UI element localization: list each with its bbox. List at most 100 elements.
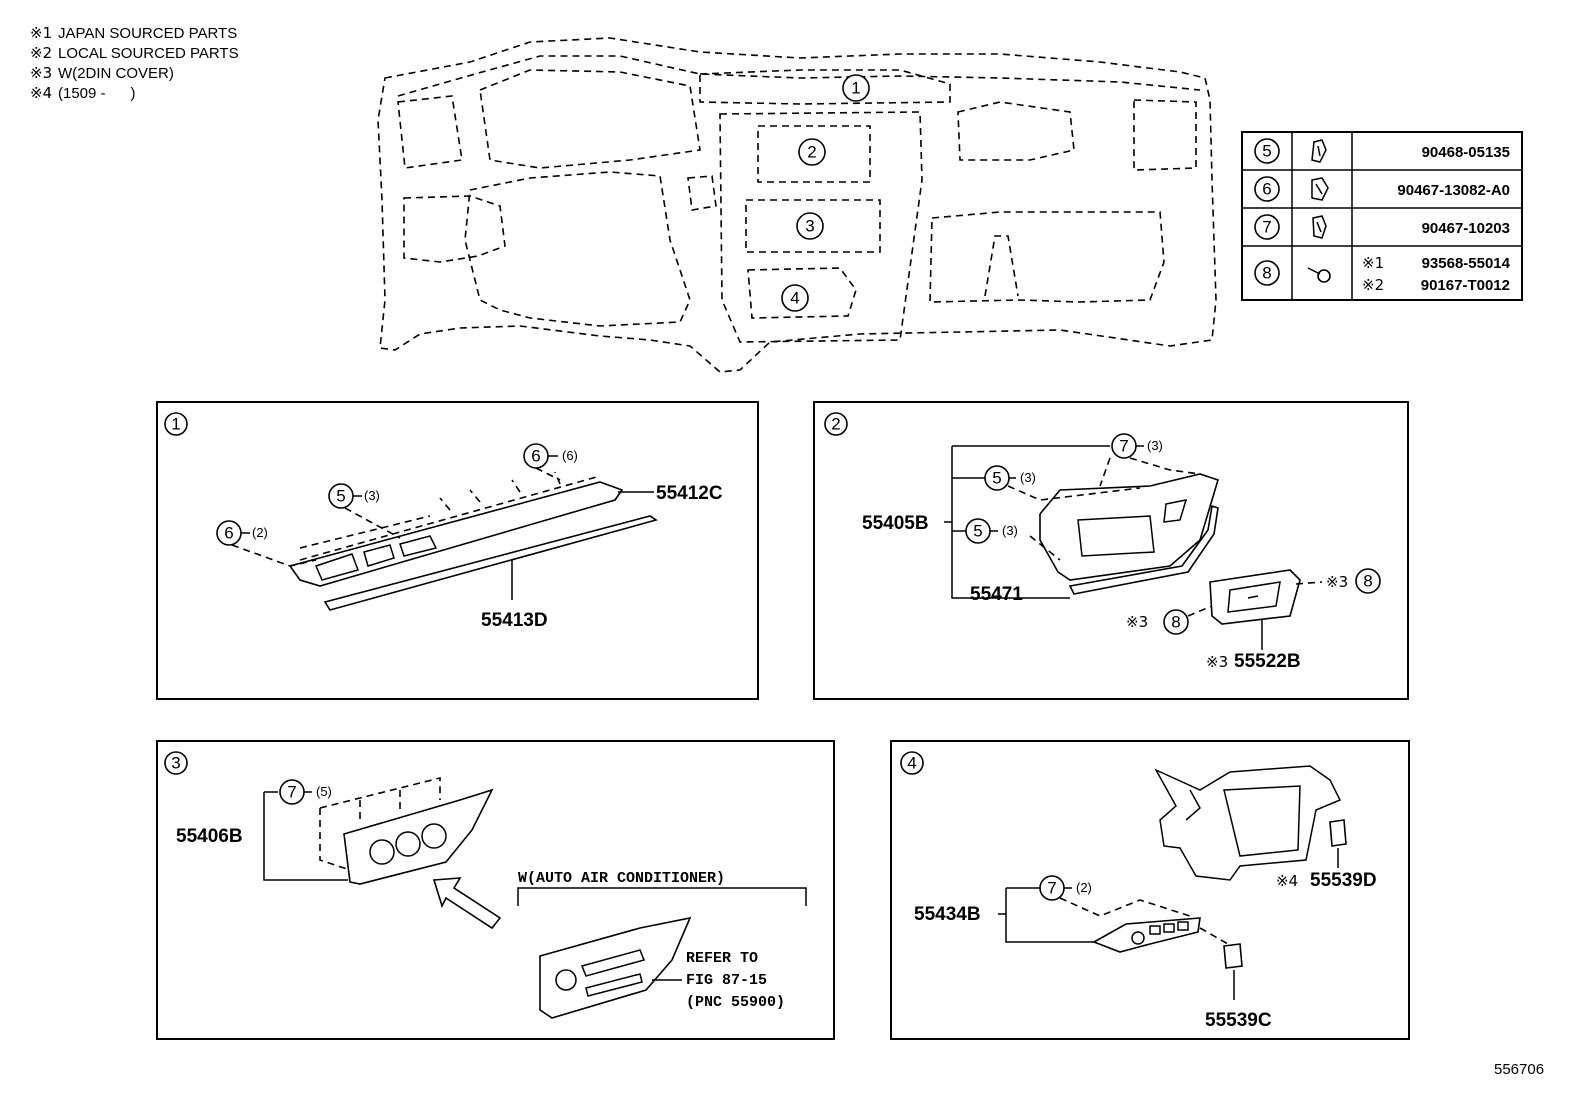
callout-8-label: 8	[1363, 572, 1372, 591]
dashboard-outline	[377, 37, 1217, 373]
overview-callout-4-label: 4	[790, 289, 799, 308]
part-label-55406B: 55406B	[176, 826, 243, 847]
leader-dash	[299, 507, 431, 549]
note-mark-3: ※3	[30, 64, 52, 82]
part-label-55412C: 55412C	[656, 483, 723, 504]
leader-dash	[1099, 457, 1201, 487]
left-lower-outline	[403, 195, 506, 263]
control-knob	[395, 831, 421, 857]
variant-label: W(AUTO AIR CONDITIONER)	[518, 870, 725, 887]
qty-label: (5)	[316, 784, 332, 799]
part-label-55539D: 55539D	[1310, 870, 1377, 891]
switch-button	[1149, 925, 1161, 935]
callout-5-label: 5	[992, 469, 1001, 488]
legend-notes: ※1 JAPAN SOURCED PARTS ※2 LOCAL SOURCED …	[30, 24, 239, 102]
panel-2-index-label: 2	[831, 415, 840, 434]
switch-panel-55434B	[1092, 917, 1201, 953]
callout-7-label: 7	[287, 783, 296, 802]
bracket-line	[1005, 887, 1094, 943]
structure-detail	[1223, 785, 1301, 857]
part-mark: ※3	[1206, 653, 1228, 671]
refer-text-line-1: REFER TO	[686, 950, 758, 967]
note-text-3: W(2DIN COVER)	[58, 65, 174, 82]
lower-garnish-55413D	[323, 515, 658, 611]
part-number: 90167-T0012	[1421, 277, 1510, 294]
small-vent-outline	[687, 175, 717, 211]
panel-3: 3 55406B 7 (5) W(AUTO AIR CONDITIONER) R…	[156, 740, 835, 1040]
ref-number: 8	[1262, 264, 1271, 283]
bracket-line	[263, 791, 348, 881]
part-mark: ※2	[1362, 276, 1384, 294]
overview-callout-2-label: 2	[807, 143, 816, 162]
part-label-55471: 55471	[970, 584, 1023, 605]
callout-6-label: 6	[224, 524, 233, 543]
callout-7-label: 7	[1119, 437, 1128, 456]
qty-label: (3)	[1002, 523, 1018, 538]
callout-8-label: 8	[1171, 613, 1180, 632]
ref-number: 7	[1262, 218, 1271, 237]
part-label-55522B: 55522B	[1234, 651, 1301, 672]
part-mark: ※1	[1362, 254, 1384, 272]
structure-detail	[1185, 789, 1201, 821]
table-row: 7 90467-10203	[1254, 214, 1510, 240]
callout-6-label: 6	[531, 447, 540, 466]
qty-label: (6)	[562, 448, 578, 463]
panel-2: 2 55405B 55471 7 (3) 5 (3) 5 (3)	[813, 401, 1409, 700]
bracket-line	[951, 445, 1110, 599]
leader-dash	[1187, 605, 1213, 617]
clip-icon	[1311, 177, 1329, 201]
clip-icon	[1312, 215, 1327, 239]
leader-dash	[1029, 535, 1061, 561]
panel-opening	[314, 553, 359, 581]
panel-2-index	[824, 412, 848, 436]
panel-4-index	[900, 751, 924, 775]
part-label-55539C: 55539C	[1205, 1010, 1272, 1031]
upper-panel-55412C	[288, 481, 624, 587]
note-text-4: (1509 - )	[58, 85, 136, 102]
zone-1-outline	[699, 69, 951, 105]
dashboard-lower-structure	[1154, 765, 1342, 881]
table-row: 5 90468-05135	[1254, 138, 1510, 164]
callout-8-mark: ※3	[1126, 613, 1148, 631]
ref-number: 5	[1262, 142, 1271, 161]
overview-callout-4	[781, 284, 809, 312]
part-number: 90467-10203	[1422, 220, 1510, 237]
note-text-1: JAPAN SOURCED PARTS	[58, 25, 237, 42]
zone-4-outline	[747, 267, 857, 319]
part-mark: ※4	[1276, 872, 1298, 890]
panel-4: 4 ※4 55539D 55539C 55434B 7 (2)	[890, 740, 1410, 1040]
cap-55539C	[1223, 943, 1243, 969]
zone-3-outline	[745, 199, 881, 253]
figure-id: 556706	[1494, 1061, 1544, 1078]
screw-icon	[1307, 267, 1331, 283]
part-number: 90467-13082-A0	[1397, 182, 1510, 199]
leader-dash	[231, 544, 317, 567]
variant-bracket	[517, 887, 807, 906]
callout-7-label: 7	[1047, 879, 1056, 898]
table-row: 6 90467-13082-A0	[1254, 176, 1510, 202]
ref-circle	[1254, 214, 1280, 240]
panel-3-index	[164, 751, 188, 775]
leader-dash	[1007, 485, 1141, 501]
ac-buttons	[585, 973, 643, 997]
qty-label: (3)	[364, 488, 380, 503]
leader-dash	[1199, 927, 1229, 945]
callout-8	[1163, 609, 1189, 635]
ac-display	[580, 949, 646, 977]
panel-1-index-label: 1	[171, 415, 180, 434]
note-mark-1: ※1	[30, 24, 52, 42]
control-knob	[421, 823, 447, 849]
right-vent-inner-outline	[957, 101, 1075, 161]
qty-label: (2)	[252, 525, 268, 540]
callout-8	[1355, 568, 1381, 594]
callout-5-label: 5	[973, 522, 982, 541]
control-knob	[555, 969, 577, 991]
vent-opening	[1163, 499, 1188, 523]
table-row: 8 ※1 93568-55014 ※2 90167-T0012	[1254, 254, 1511, 294]
overview-callout-3	[796, 212, 824, 240]
overview-zones: 1 2 3 4	[699, 69, 951, 319]
part-number: 90468-05135	[1422, 144, 1510, 161]
arrow-icon	[432, 877, 502, 930]
ref-circle	[1254, 138, 1280, 164]
